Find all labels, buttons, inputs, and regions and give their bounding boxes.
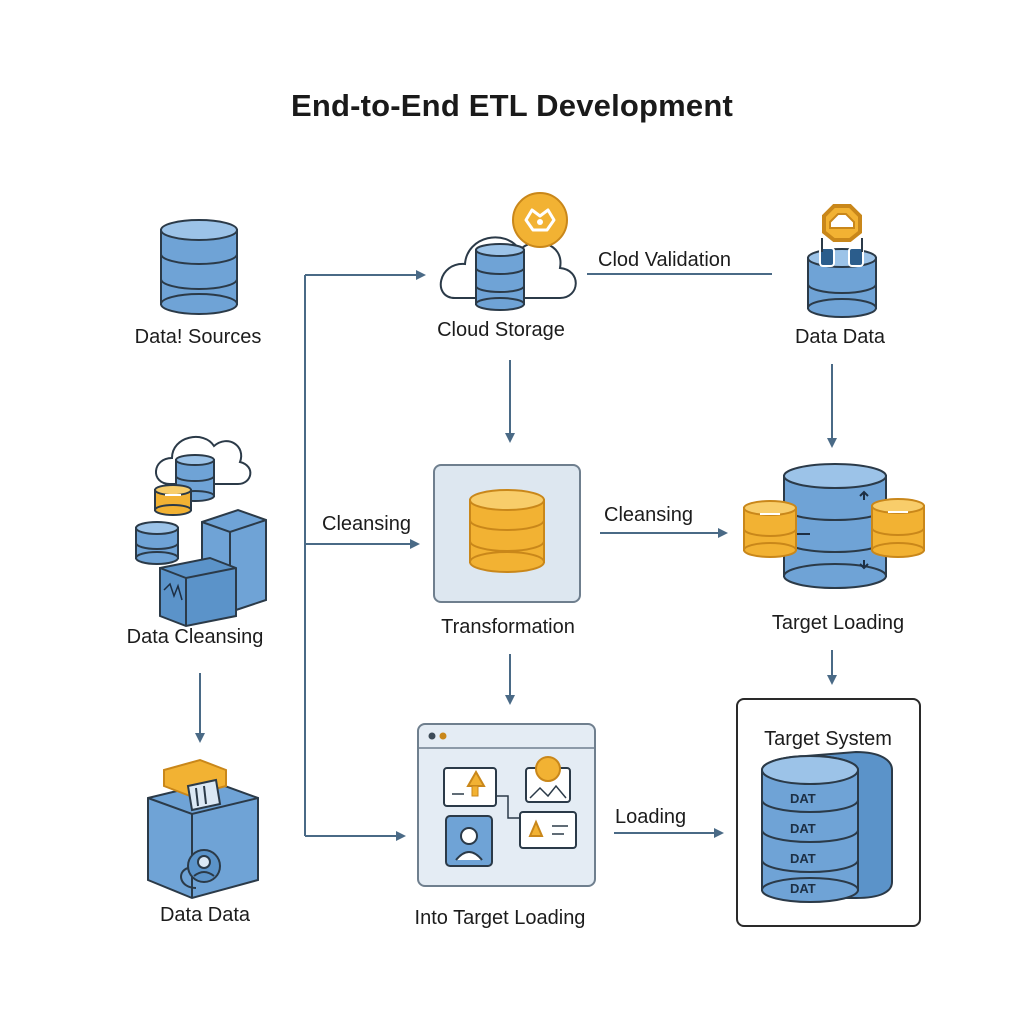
data-cube-icon: [147, 758, 259, 900]
dat-label-4: DAT: [790, 881, 816, 896]
gold-database-icon: [469, 489, 545, 573]
cloud-storage-icon: [439, 236, 577, 311]
gold-database-left-icon: [743, 500, 797, 558]
node-label-target-loading: Target Loading: [771, 612, 905, 634]
node-label-transformation: Transformation: [441, 616, 575, 638]
connectors: [195, 270, 837, 841]
warning-badge-icon: [512, 192, 568, 248]
node-label-data-data-bottom: Data Data: [159, 904, 251, 926]
secure-database-icon: [807, 247, 877, 318]
lock-icon: [821, 204, 863, 252]
target-system-stack: [761, 750, 893, 903]
workflow-icons: [443, 756, 577, 867]
node-label-target-system: Target System: [764, 728, 892, 750]
database-icon: [160, 219, 238, 315]
target-loading-icon: [783, 463, 887, 589]
window-chrome: [419, 732, 594, 749]
node-label-data-sources: Data! Sources: [134, 326, 262, 348]
node-label-data-data-top: Data Data: [794, 326, 886, 348]
edge-label-cleansing-left: Cleansing: [322, 513, 411, 535]
edge-label-cleansing-right: Cleansing: [604, 504, 693, 526]
data-cleansing-icon: [135, 436, 267, 628]
edge-label-loading: Loading: [615, 806, 687, 828]
gold-database-right-icon: [871, 498, 925, 558]
dat-label-3: DAT: [790, 851, 816, 866]
diagram-title: End-to-End ETL Development: [290, 88, 734, 123]
dat-label-1: DAT: [790, 791, 816, 806]
edge-label-cloud-validation: Clod Validation: [598, 249, 732, 271]
node-label-data-cleansing: Data Cleansing: [126, 626, 264, 648]
dat-label-2: DAT: [790, 821, 816, 836]
node-label-cloud-storage: Cloud Storage: [437, 319, 565, 341]
node-label-into-target-loading: Into Target Loading: [414, 907, 586, 929]
